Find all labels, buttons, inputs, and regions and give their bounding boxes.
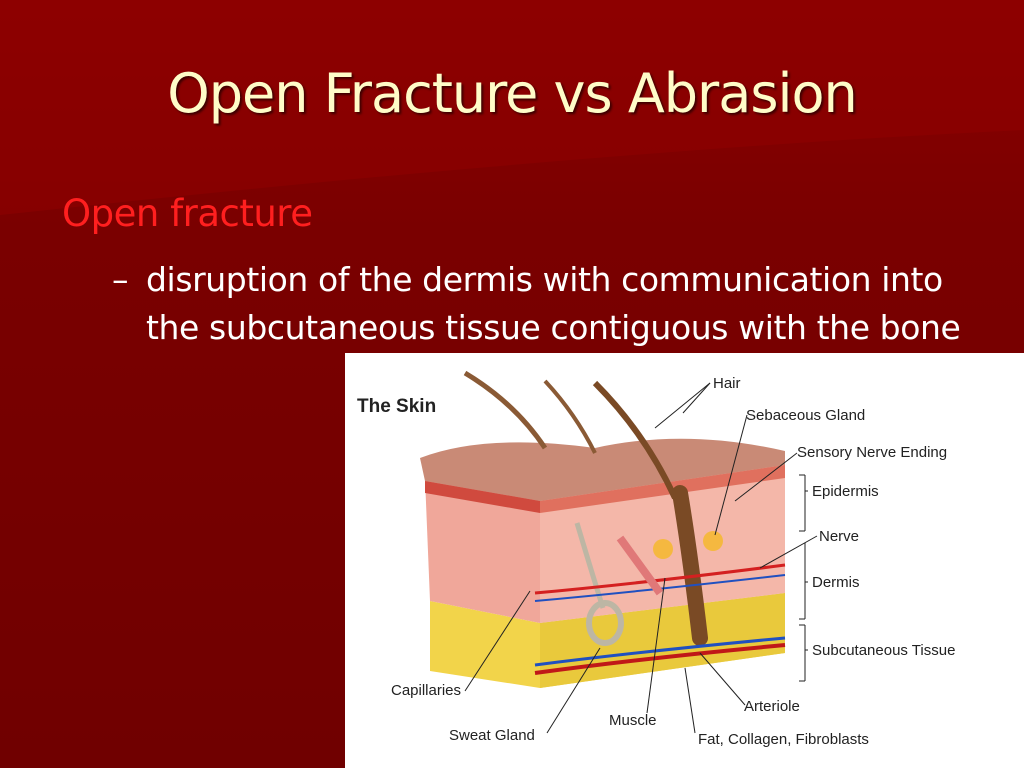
dash-marker: – bbox=[112, 260, 129, 299]
label-epidermis: Epidermis bbox=[812, 483, 879, 500]
label-sweat-gland: Sweat Gland bbox=[449, 727, 535, 744]
label-dermis: Dermis bbox=[812, 574, 860, 591]
bullet-open-fracture: Open fracture bbox=[62, 192, 313, 235]
label-sebaceous-gland: Sebaceous Gland bbox=[746, 407, 865, 424]
label-subcutaneous-tissue: Subcutaneous Tissue bbox=[812, 642, 955, 659]
slide-title: Open Fracture vs Abrasion bbox=[167, 62, 857, 125]
skin-diagram: The Skin Hair bbox=[345, 353, 1024, 768]
sub-bullet-definition: – disruption of the dermis with communic… bbox=[112, 256, 972, 352]
label-muscle: Muscle bbox=[609, 712, 657, 729]
diagram-title: The Skin bbox=[357, 396, 436, 417]
label-hair: Hair bbox=[713, 375, 741, 392]
skin-illustration: The Skin Hair bbox=[357, 370, 955, 748]
label-arteriole: Arteriole bbox=[744, 698, 800, 715]
sub-bullet-text: disruption of the dermis with communicat… bbox=[146, 260, 961, 347]
label-sensory-nerve-ending: Sensory Nerve Ending bbox=[797, 444, 947, 461]
label-fat-collagen-fibroblasts: Fat, Collagen, Fibroblasts bbox=[698, 731, 869, 748]
label-nerve: Nerve bbox=[819, 528, 859, 545]
label-capillaries: Capillaries bbox=[391, 682, 461, 699]
